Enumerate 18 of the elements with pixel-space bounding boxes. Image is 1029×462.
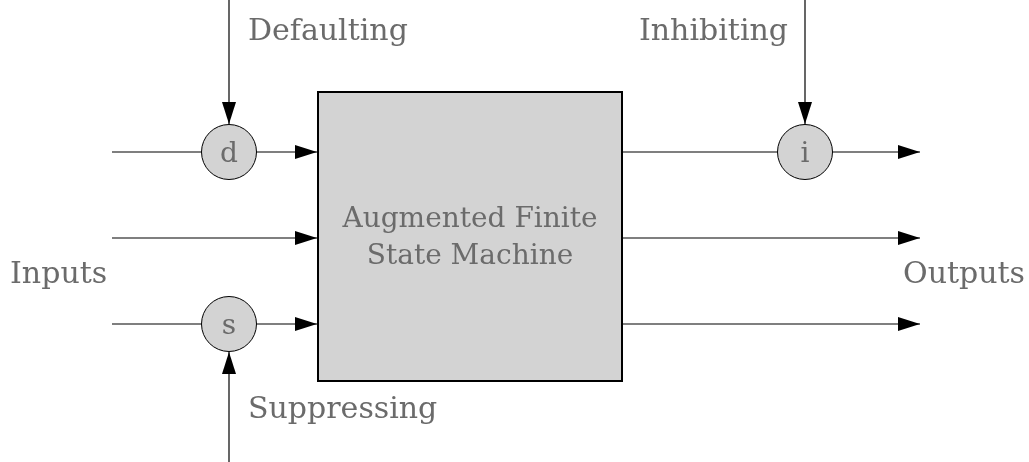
circle-node: s [201, 296, 257, 352]
connector-line [111, 323, 202, 325]
side-label: Outputs [903, 255, 1025, 290]
connector-line [111, 151, 202, 153]
connector-line [622, 151, 778, 153]
side-label: Inputs [10, 255, 108, 290]
arrow [256, 317, 318, 331]
arrow [832, 145, 921, 159]
arrow [256, 145, 318, 159]
arrow [111, 231, 318, 245]
arrow [622, 317, 921, 331]
arrow [222, 351, 236, 462]
arrow [222, 0, 236, 125]
circle-node: d [201, 124, 257, 180]
state-machine-box: Augmented Finite State Machine [317, 91, 623, 382]
arrow [798, 0, 812, 125]
circle-node: i [777, 124, 833, 180]
arrow [622, 231, 921, 245]
